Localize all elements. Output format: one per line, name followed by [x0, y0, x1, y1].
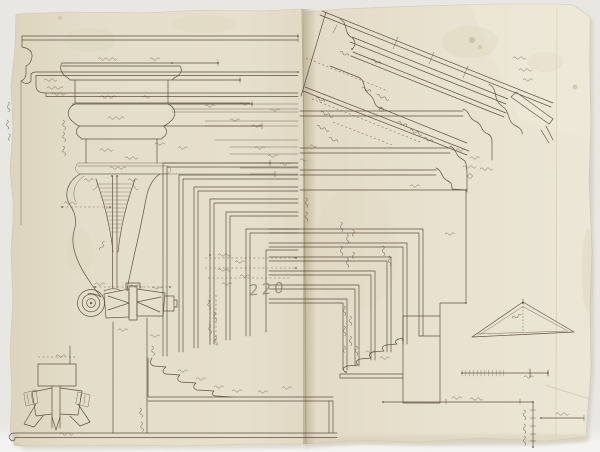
- nested-frames-right: [268, 228, 441, 379]
- scale-bar: [461, 368, 549, 378]
- molding-stack: [60, 62, 276, 175]
- dimension-dots: [61, 35, 549, 448]
- cornice-right: [299, 108, 493, 404]
- funnel-hatching: [98, 183, 133, 233]
- paper-stains: [57, 15, 594, 312]
- left-sheet: [9, 8, 307, 447]
- inscription-number: 220: [248, 278, 287, 300]
- volute-and-flower: [77, 282, 178, 434]
- left-cornice-profile: [20, 35, 299, 226]
- pediment-triangle: [471, 298, 575, 338]
- raking-cornice: [300, 10, 554, 156]
- right-sheet: [299, 3, 593, 445]
- vertical-crease: [555, 7, 558, 439]
- handwritten-measurements: [5, 51, 570, 446]
- console-bracket: [66, 173, 161, 298]
- fold-shadow: [303, 9, 316, 444]
- bottom-right-dimensions: [382, 401, 585, 448]
- bracket-detail: [23, 345, 91, 431]
- dog-ear: [10, 431, 22, 446]
- dashed-dimension-lines: [38, 57, 421, 358]
